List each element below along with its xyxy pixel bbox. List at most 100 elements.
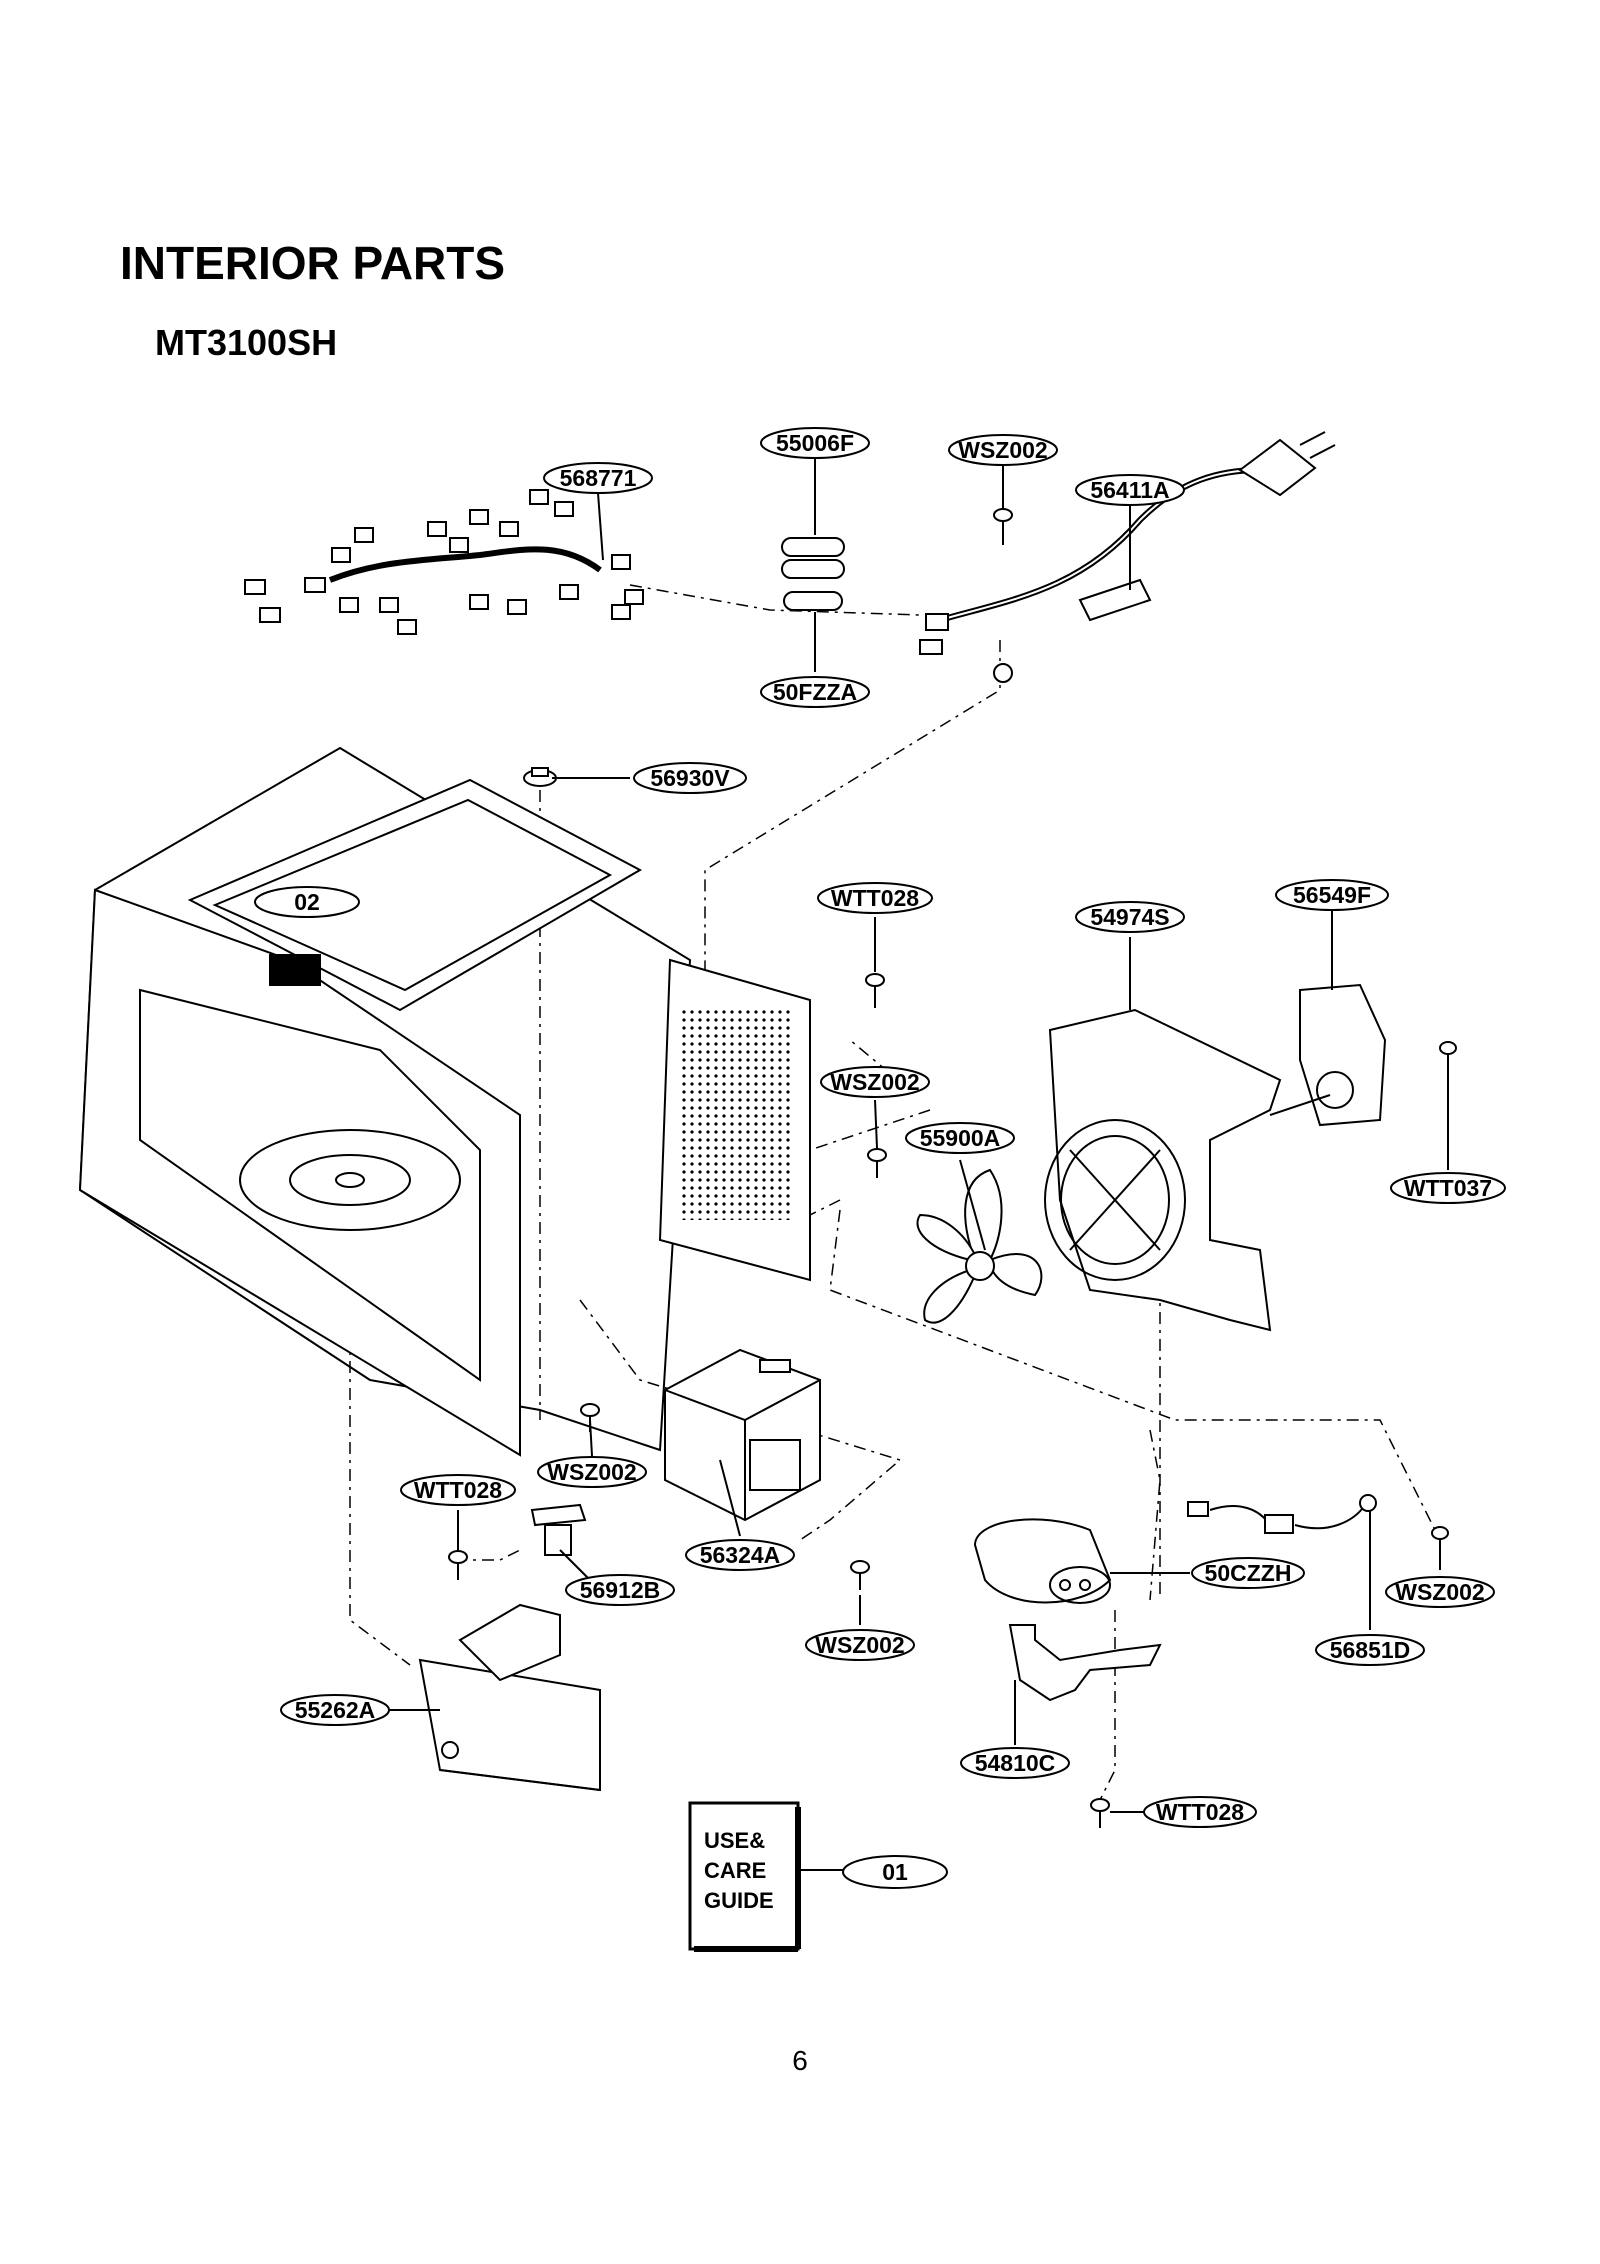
- capacitor-bracket-drawing: [1008, 1624, 1162, 1702]
- screw-icon: [850, 1560, 870, 1590]
- callout-ellipse: [817, 882, 933, 914]
- fan-blade-drawing: [916, 1168, 1043, 1324]
- callout-wsz002-right: WSZ002: [1385, 1576, 1495, 1608]
- screw-icon: [1439, 1041, 1457, 1070]
- callout-label: WTT037: [1404, 1175, 1492, 1201]
- page-title: INTERIOR PARTS: [120, 237, 506, 289]
- callout-label: 55900A: [920, 1125, 1001, 1151]
- callout-56411a: 56411A: [1075, 474, 1185, 506]
- callout-56549f: 56549F: [1275, 879, 1389, 911]
- callout-50czzh: 50CZZH: [1191, 1557, 1305, 1589]
- diode-drawing: [1187, 1494, 1377, 1534]
- callout-ellipse: [1385, 1576, 1495, 1608]
- callout-ellipse: [1143, 1796, 1257, 1828]
- callout-label: 01: [882, 1859, 908, 1885]
- callout-label: 568771: [560, 465, 637, 491]
- callout-ellipse: [543, 462, 653, 494]
- callout-ellipse: [820, 1066, 930, 1098]
- callout-ellipse: [842, 1855, 948, 1889]
- callout-02: 02: [254, 886, 360, 918]
- callout-50fzza: 50FZZA: [760, 676, 870, 708]
- wire-harness-drawing: [244, 489, 644, 635]
- screw-icon: [580, 1403, 600, 1432]
- guide-line-2: CARE: [704, 1858, 766, 1883]
- callout-label: WTT028: [831, 885, 919, 911]
- callout-label: WTT028: [1156, 1799, 1244, 1825]
- callout-ellipse: [905, 1122, 1015, 1154]
- callout-ellipse: [685, 1539, 795, 1571]
- callout-label: WSZ002: [815, 1632, 904, 1658]
- callout-label: 50CZZH: [1205, 1560, 1292, 1586]
- callout-56324a: 56324A: [685, 1539, 795, 1571]
- callout-ellipse: [1075, 901, 1185, 933]
- callout-ellipse: [760, 427, 870, 459]
- callout-wsz002-left: WSZ002: [537, 1456, 647, 1488]
- callout-ellipse: [1191, 1557, 1305, 1589]
- callout-ellipse: [280, 1694, 390, 1726]
- callout-01: 01: [842, 1855, 948, 1889]
- callout-56930v: 56930V: [633, 762, 747, 794]
- callout-ellipse: [1390, 1172, 1506, 1204]
- callout-wsz002-low: WSZ002: [805, 1629, 915, 1661]
- callout-label: 55262A: [295, 1697, 376, 1723]
- callout-label: 50FZZA: [773, 679, 857, 705]
- page-number: 6: [792, 2045, 808, 2076]
- callout-ellipse: [1075, 474, 1185, 506]
- callout-568771: 568771: [543, 462, 653, 494]
- callout-55900a: 55900A: [905, 1122, 1015, 1154]
- callout-ellipse: [805, 1629, 915, 1661]
- callout-label: WSZ002: [958, 437, 1047, 463]
- callout-55262a: 55262A: [280, 1694, 390, 1726]
- callout-label: 56411A: [1090, 477, 1169, 503]
- callout-ellipse: [537, 1456, 647, 1488]
- callout-55006f: 55006F: [760, 427, 870, 459]
- callout-label: 54974S: [1090, 904, 1169, 930]
- callout-56912b: 56912B: [565, 1574, 675, 1606]
- latch-board-drawing: [418, 1603, 601, 1792]
- callout-ellipse: [254, 886, 360, 918]
- screw-icon: [1090, 1798, 1110, 1828]
- callout-label: WSZ002: [830, 1069, 919, 1095]
- callout-wsz002-top: WSZ002: [948, 434, 1058, 466]
- callout-54810c: 54810C: [960, 1747, 1070, 1779]
- oven-cavity-drawing: [78, 746, 811, 1457]
- switch-drawing: [530, 1503, 587, 1556]
- capacitor-drawing: [973, 1518, 1112, 1604]
- callout-label: 02: [294, 889, 320, 915]
- model-number: MT3100SH: [155, 322, 338, 363]
- power-cord-drawing: [919, 431, 1336, 683]
- fan-bracket-drawing: [1044, 983, 1387, 1332]
- guide-line-3: GUIDE: [704, 1888, 774, 1913]
- callout-label: 55006F: [776, 430, 854, 456]
- callout-ellipse: [960, 1747, 1070, 1779]
- callout-ellipse: [760, 676, 870, 708]
- screw-icon: [993, 508, 1013, 545]
- callout-label: 56324A: [700, 1542, 781, 1568]
- callout-label: WSZ002: [1395, 1579, 1484, 1605]
- screw-icons: [448, 508, 1457, 1828]
- magnetron-drawing: [664, 1348, 821, 1522]
- callout-label: 56930V: [650, 765, 730, 791]
- callout-ellipse: [400, 1474, 516, 1506]
- fuse-parts-drawing: [781, 537, 845, 611]
- callout-54974s: 54974S: [1075, 901, 1185, 933]
- callout-label: 56912B: [580, 1577, 661, 1603]
- callout-label: WSZ002: [547, 1459, 636, 1485]
- callout-wtt028-left: WTT028: [400, 1474, 516, 1506]
- callout-56851d: 56851D: [1315, 1634, 1425, 1666]
- screw-icon: [448, 1550, 468, 1580]
- use-care-guide-booklet: USE& CARE GUIDE: [688, 1801, 801, 1952]
- callout-ellipse: [948, 434, 1058, 466]
- screw-icon: [1431, 1526, 1449, 1555]
- thermal-cutout-drawing: [523, 767, 557, 787]
- callout-label: 56851D: [1330, 1637, 1411, 1663]
- callout-wtt028-bottom: WTT028: [1143, 1796, 1257, 1828]
- callout-label: 56549F: [1293, 882, 1371, 908]
- callout-ellipse: [1315, 1634, 1425, 1666]
- callout-label: WTT028: [414, 1477, 502, 1503]
- callout-ellipse: [633, 762, 747, 794]
- callout-wtt028-mid: WTT028: [817, 882, 933, 914]
- callout-label: 54810C: [975, 1750, 1056, 1776]
